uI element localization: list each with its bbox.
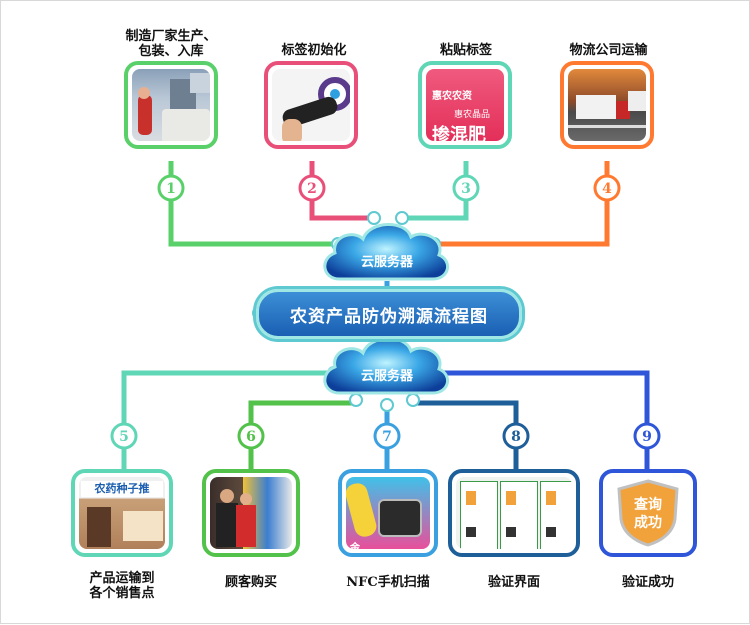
step-3-label: 粘贴标签 — [439, 43, 492, 58]
cloud-top-label: 云服务器 — [360, 255, 413, 270]
cloud-bottom-label: 云服务器 — [360, 369, 413, 384]
step-3-photo-sticker: 惠农农资 惠农晶品 掺混肥 — [418, 61, 512, 149]
bag-brand-text: 惠农农资 — [432, 91, 472, 102]
step-7-label: NFC手机扫描 — [346, 575, 430, 590]
step-8-photo-verify-screens — [448, 469, 580, 557]
connector-4 — [431, 161, 610, 247]
badge-5: 5 — [119, 429, 129, 445]
step-9-label: 验证成功 — [621, 575, 674, 590]
diagram-title: 农资产品防伪溯源流程图 — [290, 306, 488, 327]
phone-tag-text: 金 — [350, 543, 360, 549]
bag-sub-text: 惠农晶品 — [454, 110, 491, 120]
badge-1: 1 — [166, 181, 176, 197]
step-1-photo-factory — [124, 61, 218, 149]
badge-9: 9 — [642, 429, 652, 445]
bag-big-text: 掺混肥 — [432, 125, 486, 141]
badges-bottom — [110, 422, 661, 450]
svg-text:查询: 查询 — [634, 496, 662, 513]
connector-5 — [121, 370, 334, 471]
shield-icon: 查询 成功 — [617, 479, 679, 547]
step-2-photo-label-init — [264, 61, 358, 149]
badges-top — [157, 174, 621, 202]
connector-8 — [413, 400, 519, 471]
badge-3: 3 — [461, 181, 471, 197]
connector-9 — [433, 370, 650, 471]
step-1-label: 制造厂家生产、 包装、入库 — [125, 29, 217, 59]
step-6-photo-customer — [202, 469, 300, 557]
step-5-label: 产品运输到 各个销售点 — [89, 571, 155, 601]
step-4-label: 物流公司运输 — [569, 43, 648, 58]
connector-1 — [168, 161, 341, 247]
title-banner: 农资产品防伪溯源流程图 — [256, 289, 522, 339]
step-9-photo-success-shield: 查询 成功 — [599, 469, 697, 557]
badge-2: 2 — [307, 181, 317, 197]
badge-4: 4 — [602, 181, 612, 197]
connector-6 — [248, 400, 355, 471]
step-5-photo-shop: 农药种子推 — [71, 469, 173, 557]
step-2-label: 标签初始化 — [281, 43, 347, 58]
step-6-label: 顾客购买 — [224, 575, 277, 590]
shop-sign-text: 农药种子推 — [81, 481, 163, 497]
badge-8: 8 — [511, 429, 521, 445]
badge-7: 7 — [382, 429, 392, 445]
step-4-photo-truck — [560, 61, 654, 149]
svg-text:成功: 成功 — [634, 514, 662, 531]
step-8-label: 验证界面 — [487, 575, 540, 590]
cloud-top-shape — [323, 223, 449, 281]
badge-6: 6 — [246, 429, 256, 445]
step-7-photo-nfc-scan: 金 — [338, 469, 438, 557]
